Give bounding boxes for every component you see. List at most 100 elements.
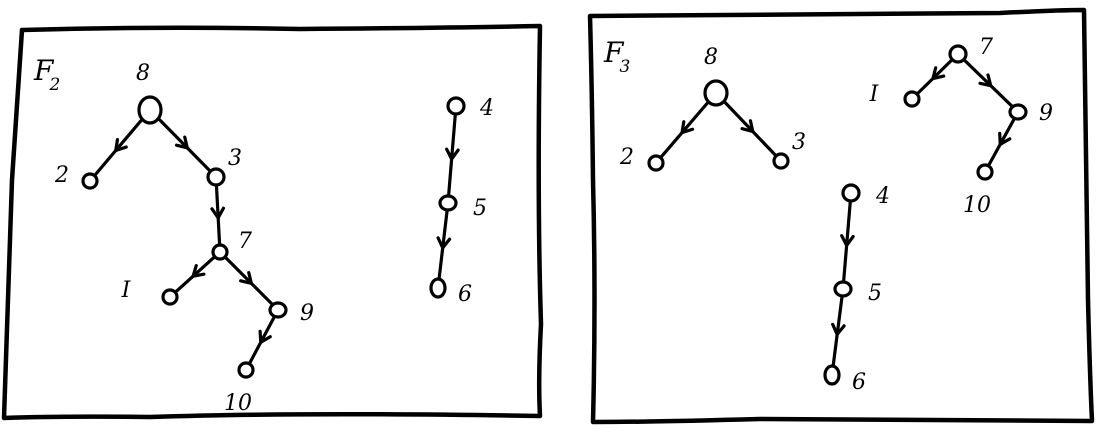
node-label: 3 <box>228 146 242 171</box>
node-circle <box>137 95 163 125</box>
node-3: 3 <box>206 146 242 187</box>
node-circle <box>206 167 226 187</box>
node-circle <box>1008 103 1028 121</box>
arrowhead <box>114 138 128 153</box>
node-label: 9 <box>1039 101 1053 126</box>
node-circle <box>948 44 968 64</box>
panel-frame <box>1 23 544 421</box>
edge-3-7 <box>210 184 226 246</box>
panel-f3: F3 8 2 3 7I 9 10 4 5 6 <box>587 7 1095 425</box>
edge-8-2 <box>93 119 143 177</box>
node-5: 5 <box>438 194 487 221</box>
node-7: 7 <box>948 35 993 64</box>
edge-9-10 <box>248 315 276 365</box>
node-3: 3 <box>772 130 806 170</box>
node-layer: 8 2 3 7I 9 10 4 5 6 <box>619 35 1053 395</box>
panel-f2: F2 8 2 3 7I 9 10 4 5 6 <box>1 23 544 421</box>
edge-4-5 <box>840 200 855 283</box>
node-2: 2 <box>619 145 665 172</box>
node-label: 4 <box>479 96 494 121</box>
node-label: 9 <box>300 301 314 326</box>
edge-layer <box>659 58 1016 367</box>
node-6: 6 <box>823 364 866 395</box>
arrowhead <box>740 119 755 134</box>
node-circle <box>903 90 921 108</box>
node-label: 5 <box>473 196 487 221</box>
node-label: 5 <box>868 281 882 306</box>
arrowhead <box>840 234 855 248</box>
node-10: 10 <box>963 163 994 218</box>
node-circle <box>647 154 665 172</box>
node-circle <box>772 152 790 170</box>
node-circle <box>81 172 99 190</box>
edge-7-9 <box>962 58 1014 109</box>
arrowhead <box>174 135 189 150</box>
arrowhead <box>258 329 272 344</box>
node-circle <box>438 194 458 212</box>
node-label: I <box>869 82 880 107</box>
node-8: 8 <box>703 45 729 107</box>
node-4: 4 <box>446 96 494 121</box>
edge-7-9 <box>224 256 274 306</box>
node-9: 9 <box>1008 101 1053 126</box>
edge-8-3 <box>723 100 778 157</box>
node-circle <box>823 364 841 386</box>
node-circle <box>429 277 447 299</box>
node-label: 7 <box>238 229 252 254</box>
node-label: 7 <box>979 35 993 60</box>
node-7: 7 <box>211 229 252 261</box>
panel-frame <box>587 7 1095 425</box>
node-circle <box>268 301 288 319</box>
node-label: 2 <box>54 163 69 188</box>
arrowhead <box>191 264 206 278</box>
arrowhead <box>998 131 1012 146</box>
edge-9-10 <box>987 117 1016 167</box>
node-label: 4 <box>875 184 890 209</box>
edge-7-I <box>174 255 216 294</box>
node-8: 8 <box>136 61 163 125</box>
edge-5-6 <box>831 295 846 367</box>
panel-title: F2 <box>33 54 60 95</box>
node-label: 8 <box>136 61 150 86</box>
arrowhead <box>445 147 460 161</box>
node-label: 2 <box>619 145 634 170</box>
arrowhead <box>680 120 695 135</box>
node-6: 6 <box>429 277 472 307</box>
panel-title: F3 <box>603 36 630 77</box>
node-layer: 8 2 3 7I 9 10 4 5 6 <box>54 61 494 416</box>
node-circle <box>703 79 729 107</box>
node-label: 10 <box>224 391 252 416</box>
node-circle <box>976 163 994 181</box>
node-5: 5 <box>833 280 882 306</box>
node-label: I <box>121 278 132 303</box>
node-I: I <box>121 278 179 306</box>
arrowhead <box>978 73 993 88</box>
edge-8-2 <box>659 101 710 159</box>
edge-5-6 <box>436 209 452 280</box>
arrowhead <box>210 206 226 220</box>
node-2: 2 <box>54 163 99 190</box>
node-9: 9 <box>268 301 314 326</box>
node-I: I <box>869 82 921 108</box>
arrowhead <box>831 322 846 337</box>
node-circle <box>446 96 466 116</box>
node-circle <box>211 243 229 261</box>
arrowhead <box>436 236 452 250</box>
node-4: 4 <box>841 183 890 209</box>
node-circle <box>841 183 861 203</box>
edge-layer <box>93 113 460 365</box>
node-circle <box>833 280 853 298</box>
node-circle <box>237 361 255 379</box>
node-10: 10 <box>224 361 255 416</box>
edge-8-3 <box>158 118 212 173</box>
node-label: 3 <box>792 130 806 155</box>
edge-4-5 <box>445 113 460 197</box>
node-label: 6 <box>458 282 472 307</box>
node-label: 6 <box>852 370 866 395</box>
node-label: 10 <box>963 193 991 218</box>
arrowhead <box>931 66 946 81</box>
edge-7-I <box>916 58 954 96</box>
arrowhead <box>239 271 253 285</box>
node-label: 8 <box>704 45 718 70</box>
